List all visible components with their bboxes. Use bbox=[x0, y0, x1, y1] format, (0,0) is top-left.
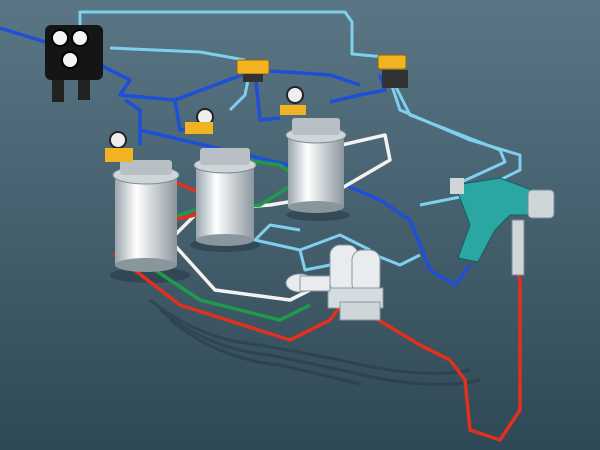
pressure-tank-3 bbox=[280, 86, 347, 213]
fluid-regulator-2 bbox=[285, 273, 381, 321]
gauge-icon bbox=[61, 51, 79, 69]
pressure-tank-1 bbox=[105, 131, 180, 272]
manifold-block-2 bbox=[377, 54, 408, 88]
gauge-icon bbox=[71, 29, 89, 47]
pressure-gauge-icon bbox=[286, 86, 304, 104]
gauge-icon bbox=[51, 29, 69, 47]
pressure-tank-2 bbox=[185, 108, 257, 246]
fluid-regulator-1 bbox=[327, 244, 384, 309]
fitting-icon bbox=[105, 148, 133, 162]
fitting-icon bbox=[280, 105, 306, 115]
air-filter-regulator bbox=[45, 25, 103, 102]
spray-gun bbox=[450, 177, 555, 276]
fitting-icon bbox=[185, 122, 213, 134]
manifold-block-1 bbox=[236, 59, 270, 82]
pressure-gauge-icon bbox=[109, 131, 127, 149]
